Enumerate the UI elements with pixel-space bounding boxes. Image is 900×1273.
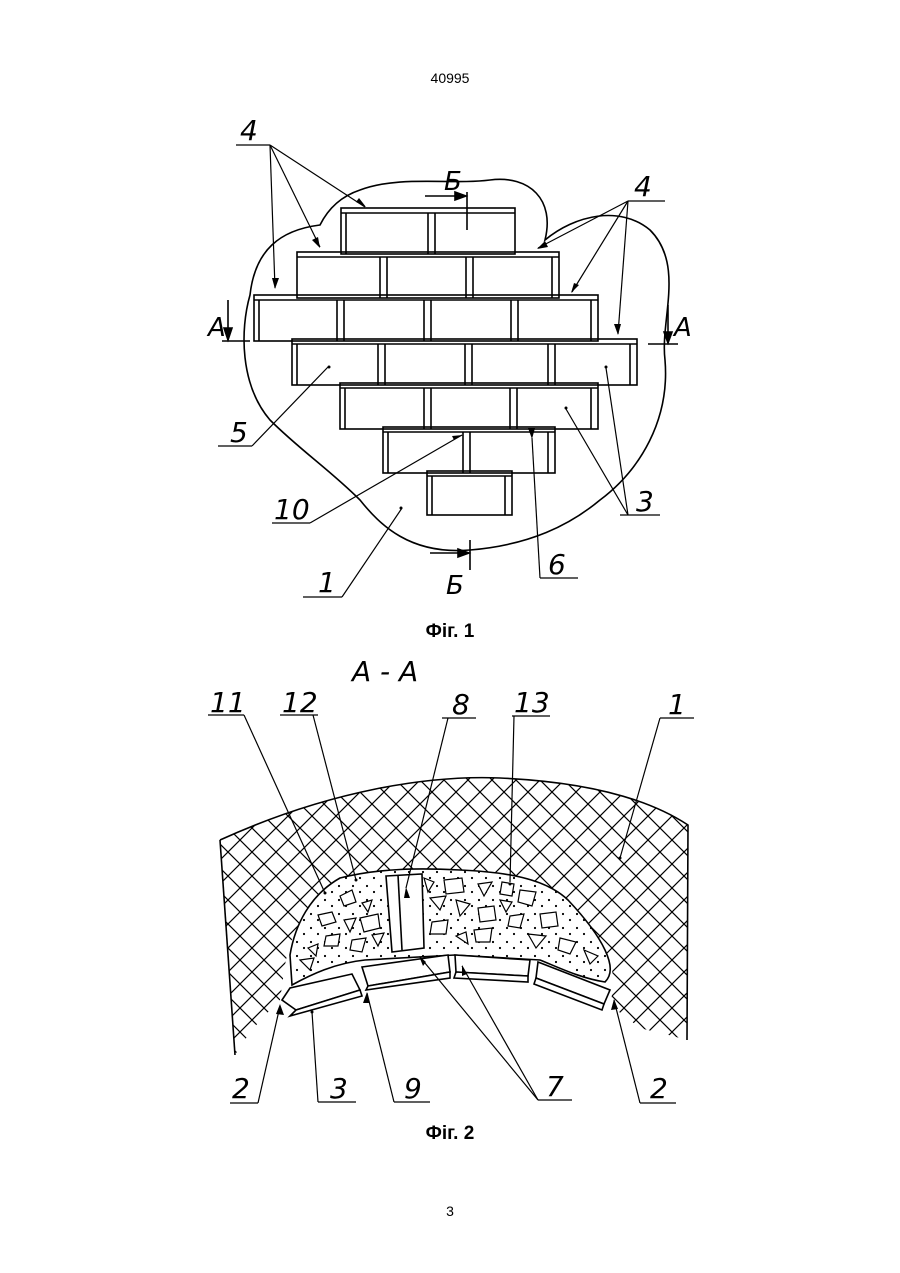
fig2-label-7: 7 [546, 1070, 564, 1103]
fig2-label-2-right: 2 [650, 1072, 668, 1105]
page-number: 3 [0, 1203, 900, 1219]
fig2-insert [386, 874, 424, 952]
fig2-label-1: 1 [668, 688, 686, 721]
fig2-label-8: 8 [452, 688, 470, 721]
figure-2-caption: Фіг. 2 [0, 1123, 900, 1145]
fig2-label-3: 3 [330, 1072, 348, 1105]
fig2-label-11: 11 [210, 686, 246, 719]
fig2-label-13: 13 [514, 686, 550, 719]
fig2-section-title: A - A [350, 655, 418, 688]
fig2-label-12: 12 [282, 686, 318, 719]
fig2-label-9: 9 [404, 1072, 422, 1105]
fig2-label-2-left: 2 [232, 1072, 250, 1105]
